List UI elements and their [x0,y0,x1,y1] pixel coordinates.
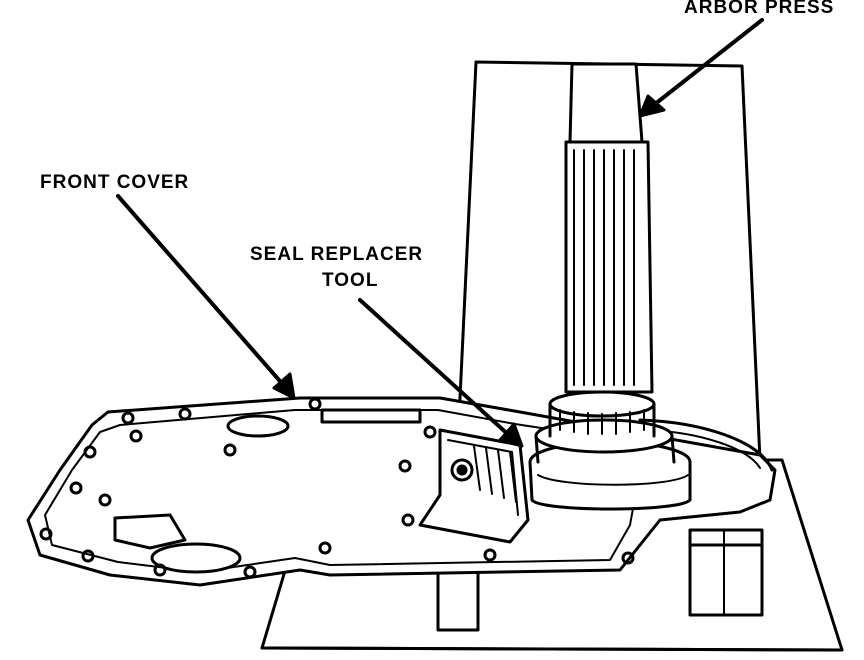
arrow-front-cover [116,194,296,400]
press-ram [564,62,654,394]
arrow-seal-replacer [358,298,524,448]
label-arbor-press: ARBOR PRESS [684,0,835,18]
arrow-arbor-press [638,18,764,118]
label-seal-replacer: SEAL REPLACER [250,244,424,265]
label-seal-replacer-tool: TOOL [322,270,379,291]
label-front-cover: FRONT COVER [40,172,190,193]
seal-ring [528,390,774,511]
seal-replacer-tool [418,428,530,544]
